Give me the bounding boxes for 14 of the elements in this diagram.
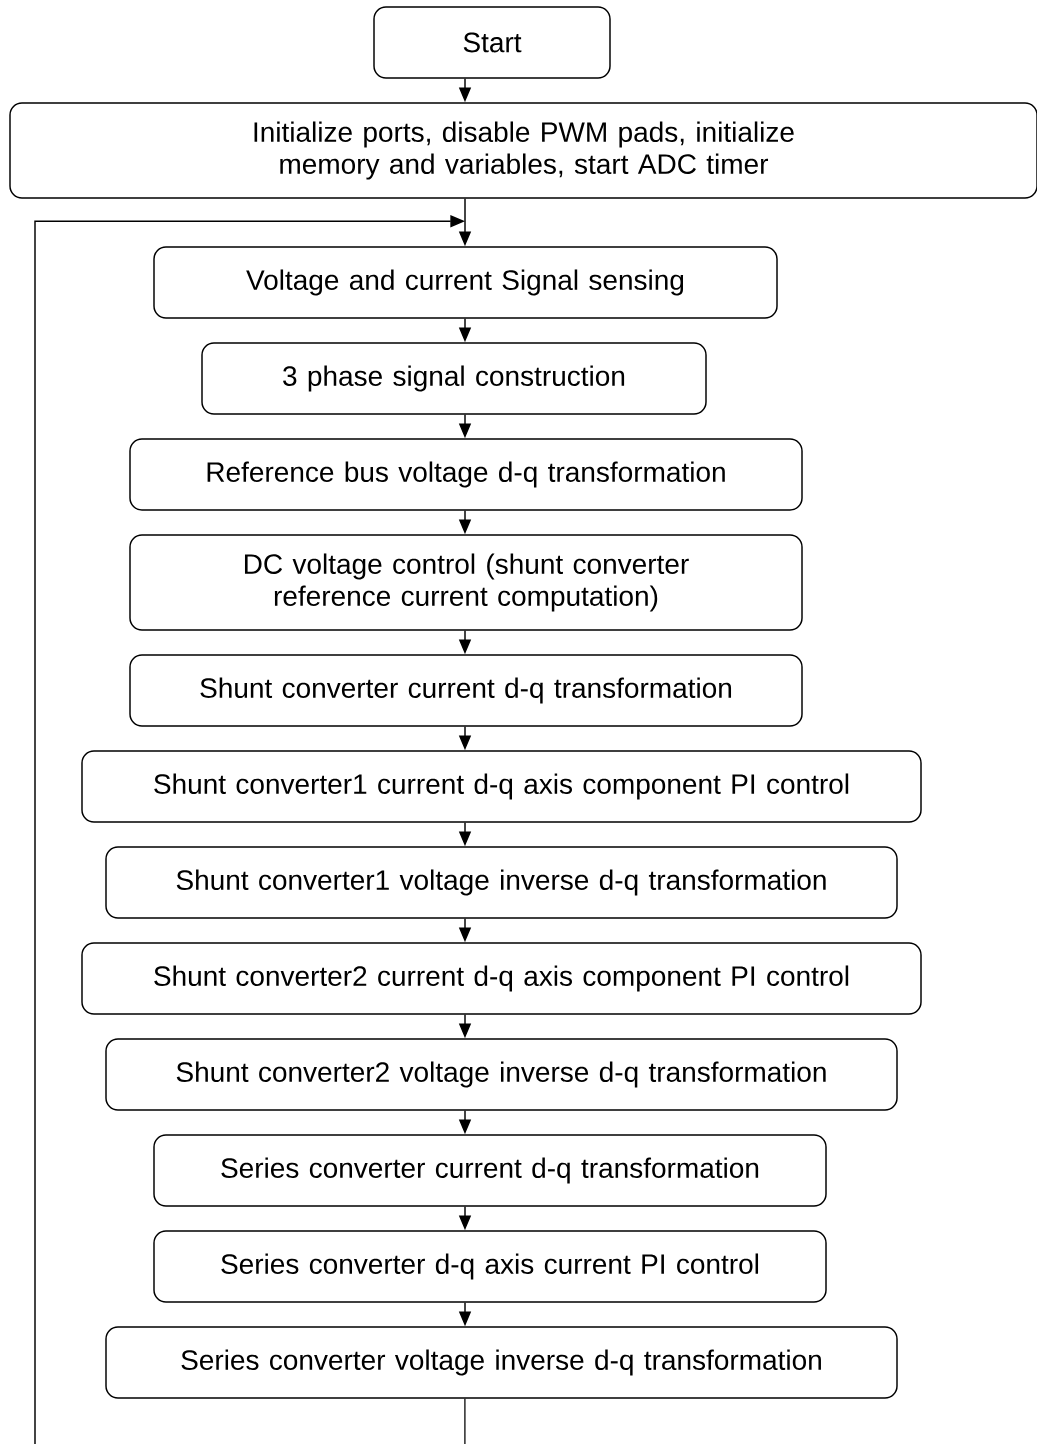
process-box: Shunt converter1 voltage inverse d-q transformation xyxy=(105,846,898,919)
process-box: Shunt converter current d-q transformation xyxy=(129,654,803,727)
process-box: Start xyxy=(373,6,611,79)
process-box: Shunt converter2 current d-q axis component PI control xyxy=(81,942,922,1015)
process-box: Initialize ports, disable PWM pads, initialize memory and variables, start ADC timer xyxy=(9,102,1037,199)
process-box: Voltage and current Signal sensing xyxy=(153,246,778,319)
process-box: Series converter voltage inverse d-q transformation xyxy=(105,1326,898,1399)
process-box: DC voltage control (shunt converter reference current computation) xyxy=(129,534,803,631)
process-box: Shunt converter2 voltage inverse d-q transformation xyxy=(105,1038,898,1111)
process-box: 3 phase signal construction xyxy=(201,342,707,415)
process-box: Shunt converter1 current d-q axis component PI control xyxy=(81,750,922,823)
process-box: Series converter current d-q transformation xyxy=(153,1134,827,1207)
process-box: Reference bus voltage d-q transformation xyxy=(129,438,803,511)
process-box: Series converter d-q axis current PI control xyxy=(153,1230,827,1303)
